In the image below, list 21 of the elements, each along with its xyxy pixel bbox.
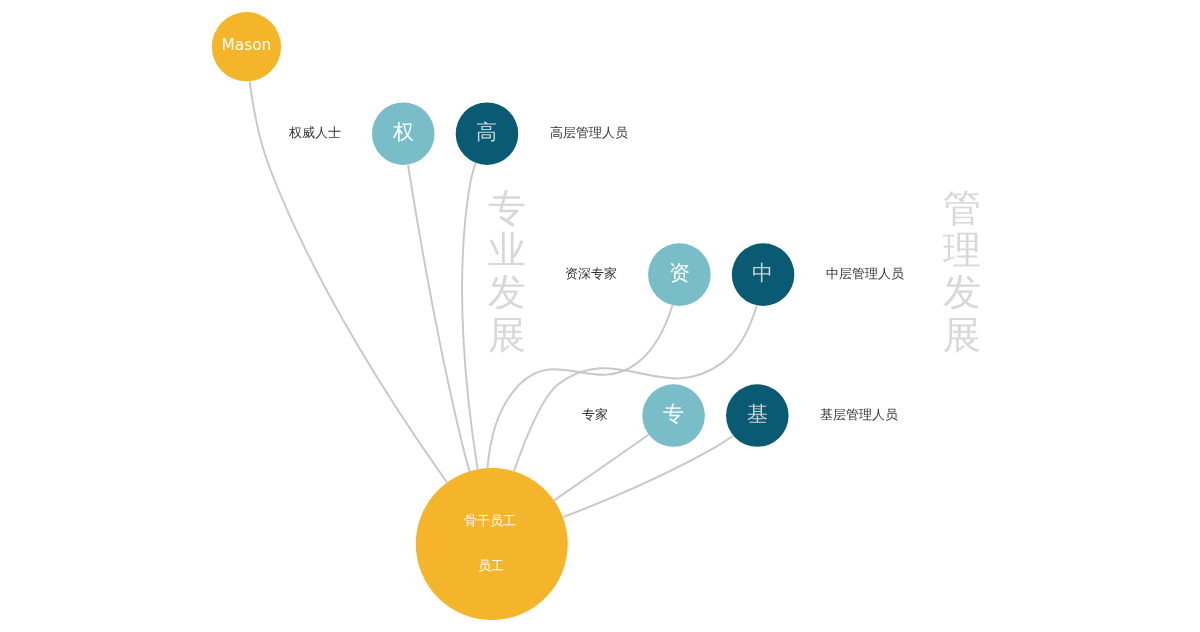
connector (248, 80, 448, 484)
connector (552, 433, 650, 502)
node-circle: 中 (731, 243, 794, 306)
connector (561, 434, 734, 519)
connector (460, 162, 479, 471)
node-circle: 专 (641, 384, 705, 447)
node-circle: 高 (455, 102, 518, 165)
node-label: 专家 (581, 407, 608, 423)
node-circle: 基 (725, 384, 789, 447)
node-label: 权威人士 (288, 125, 341, 141)
node-label: 高层管理人员 (549, 125, 628, 141)
node-label: 中层管理人员 (825, 266, 904, 282)
connector (406, 164, 470, 473)
node-circle: 资 (647, 243, 711, 306)
node-circle: Mason (211, 12, 281, 82)
node-label: 基层管理人员 (819, 407, 898, 423)
connector (512, 304, 758, 473)
node-circle: 骨干员工 员工 (415, 468, 568, 620)
node-label: 资深专家 (564, 266, 617, 282)
connector (486, 304, 673, 469)
node-circle: 权 (371, 102, 435, 165)
